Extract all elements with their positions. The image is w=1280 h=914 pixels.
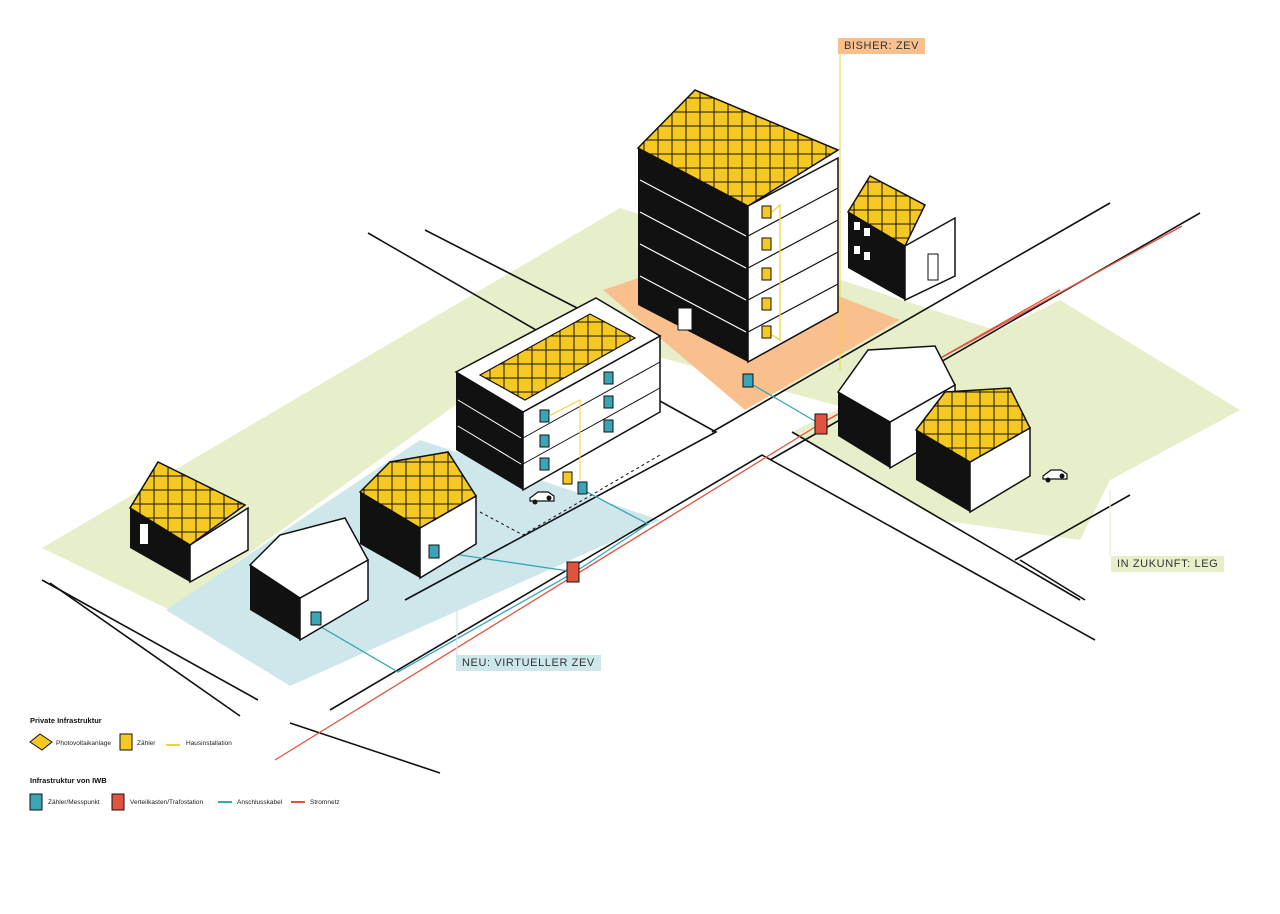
house-left-far <box>128 461 249 584</box>
door-icon <box>677 307 693 331</box>
legend-connection-cable-label: Anschlusskabel <box>237 799 283 806</box>
solar-panel-icon <box>29 733 53 751</box>
legend-grid-label: Stromnetz <box>310 799 340 806</box>
house-left-mid <box>248 517 370 642</box>
distribution-box-icon <box>566 561 580 583</box>
virtual-zev-label: NEU: VIRTUELLER ZEV <box>456 655 601 671</box>
meter-icon <box>119 733 133 751</box>
legend-pv-label: Photovoltaikanlage <box>56 740 111 747</box>
connection-cable-3 <box>747 381 821 425</box>
meter-icon <box>742 373 754 388</box>
meter-icon <box>29 793 43 811</box>
meter-icon <box>428 544 440 559</box>
tower-building <box>636 89 840 388</box>
zev-label: BISHER: ZEV <box>838 38 926 54</box>
legend-meter-iwb-label: Zähler/Messpunkt <box>48 799 100 806</box>
meter-icon <box>761 205 772 339</box>
legend-distribution-label: Verteilkasten/Trafostation <box>130 799 204 806</box>
mid-building <box>454 297 662 536</box>
distribution-box-icon <box>111 793 125 811</box>
meter-icon <box>539 371 614 495</box>
legend-icons <box>29 733 305 811</box>
legend-meter-private-label: Zähler <box>137 740 156 747</box>
meter-icon <box>310 611 322 626</box>
connection-cable <box>315 551 577 673</box>
connection-cable-2 <box>574 489 650 573</box>
house-top-right <box>846 175 956 302</box>
legend-iwb-title: Infrastruktur von IWB <box>30 776 107 785</box>
house-left-near <box>358 451 478 580</box>
legend-house-installation-label: Hausinstallation <box>186 740 232 747</box>
leg-label: IN ZUKUNFT: LEG <box>1111 556 1225 572</box>
streets <box>41 202 1201 774</box>
car-icon <box>529 491 555 505</box>
door-icon <box>927 253 939 281</box>
house-right-front <box>914 387 1068 514</box>
meter-icon <box>562 471 573 485</box>
distribution-box-icon <box>814 413 828 435</box>
door-icon <box>140 524 148 544</box>
legend-private-title: Private Infrastruktur <box>30 716 102 725</box>
car-icon <box>1042 469 1068 483</box>
